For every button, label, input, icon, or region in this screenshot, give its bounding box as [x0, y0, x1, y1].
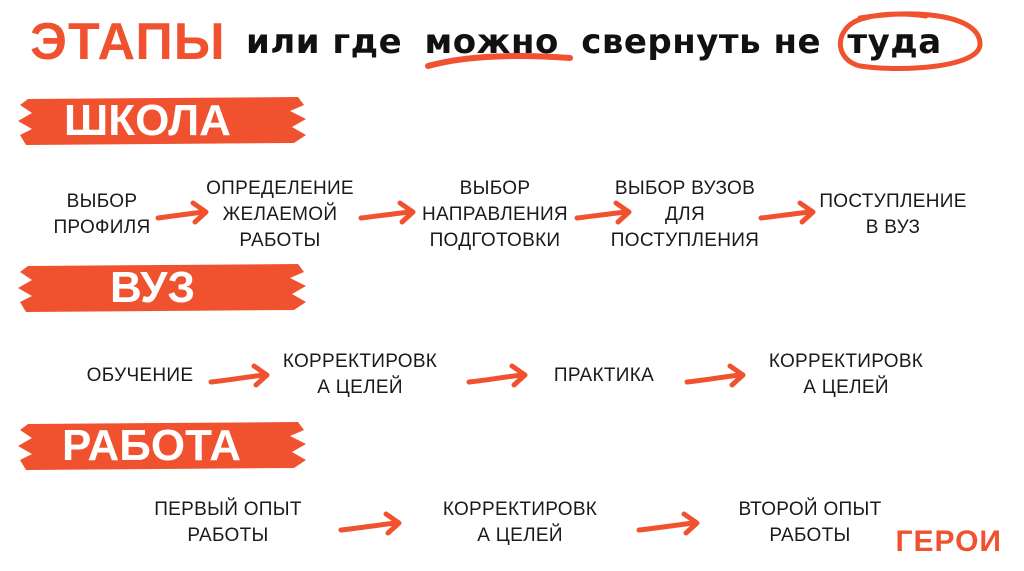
step-school-3: ВЫБОР НАПРАВЛЕНИЯ ПОДГОТОВКИ [422, 178, 568, 251]
step-university-4: КОРРЕКТИРОВК А ЦЕЛЕЙ [768, 351, 924, 398]
arrow-right-icon [758, 200, 816, 225]
arrow-right-icon [466, 363, 528, 388]
banner-label-work: РАБОТА [62, 421, 241, 470]
step-school-4: ВЫБОР ВУЗОВ ДЛЯ ПОСТУПЛЕНИЯ [610, 178, 760, 251]
brush-stroke-work [18, 422, 306, 470]
subtitle-word-1: или где [246, 22, 403, 62]
brush-stroke-school [18, 97, 306, 145]
step-work-3: ВТОРОЙ ОПЫТ РАБОТЫ [738, 499, 882, 546]
arrow-right-icon [208, 363, 270, 388]
banner-work: РАБОТА [18, 420, 308, 472]
arrow-right-icon [574, 200, 632, 225]
subtitle-word-3: свернуть не [581, 22, 822, 62]
underline-scribble [425, 53, 573, 69]
step-work-2: КОРРЕКТИРОВК А ЦЕЛЕЙ [442, 499, 598, 546]
arrow-right-icon [636, 511, 700, 536]
brush-stroke-university [18, 264, 306, 312]
step-school-5: ПОСТУПЛЕНИЕ В ВУЗ [819, 191, 967, 238]
step-university-3: ПРАКТИКА [553, 365, 655, 386]
arrow-right-icon [155, 200, 209, 225]
banner-school: ШКОЛА [18, 95, 308, 147]
subtitle-word-4: туда [847, 22, 942, 62]
circle-scribble [837, 11, 983, 71]
page-subtitle: или где можно свернуть не туда [246, 14, 942, 70]
step-work-1: ПЕРВЫЙ ОПЫТ РАБОТЫ [154, 499, 302, 546]
arrow-right-icon [358, 200, 416, 225]
banner-label-university: ВУЗ [110, 263, 196, 312]
step-school-2: ОПРЕДЕЛЕНИЕ ЖЕЛАЕМОЙ РАБОТЫ [206, 178, 354, 251]
brand-logo: ГЕРОИ [895, 525, 1002, 558]
banner-university: ВУЗ [18, 262, 308, 314]
step-university-2: КОРРЕКТИРОВК А ЦЕЛЕЙ [282, 351, 438, 398]
step-university-1: ОБУЧЕНИЕ [86, 365, 194, 386]
arrow-right-icon [684, 363, 746, 388]
arrow-right-icon [338, 511, 402, 536]
step-school-1: ВЫБОР ПРОФИЛЯ [53, 191, 151, 238]
page-title: ЭТАПЫ [30, 13, 226, 71]
banner-label-school: ШКОЛА [64, 96, 231, 145]
